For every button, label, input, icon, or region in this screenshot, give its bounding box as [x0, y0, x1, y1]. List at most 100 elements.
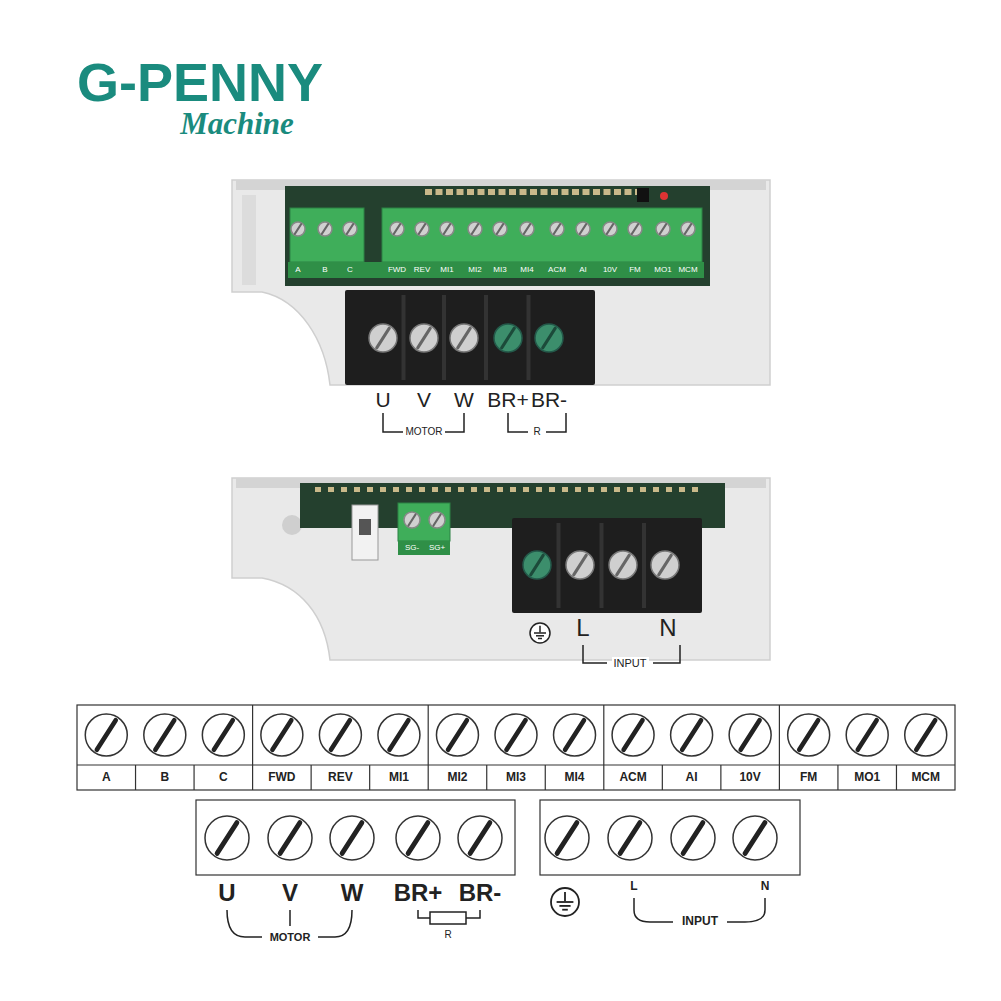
- screw-head: [494, 324, 522, 352]
- cell-divider: [662, 765, 663, 790]
- screw-slot: [524, 224, 530, 234]
- block-outline: [540, 800, 800, 875]
- smd-component: [575, 487, 581, 492]
- control-terminal-block: [382, 208, 702, 262]
- terminal-cell: FWD: [253, 766, 312, 790]
- pcb-pin-label: MCM: [678, 265, 697, 274]
- screw-slot: [342, 823, 362, 854]
- ground-bar: [536, 635, 544, 637]
- signal-terminal-block: [398, 503, 450, 541]
- group-label: INPUT: [612, 657, 649, 670]
- screw-slot: [745, 823, 765, 854]
- switch-plate: [352, 505, 378, 560]
- screw-slot: [507, 720, 526, 749]
- screw-slot: [799, 720, 818, 749]
- screw-head: [261, 714, 303, 756]
- screw-head: [202, 714, 244, 756]
- terminal-cell: AI: [662, 766, 721, 790]
- screw-slot: [659, 555, 672, 575]
- terminal-label: BR-: [459, 879, 502, 907]
- terminal-label: BR-: [531, 388, 567, 412]
- screw-head: [291, 222, 305, 236]
- terminal-cell: MI2: [428, 766, 487, 790]
- screw-slot: [741, 720, 760, 749]
- screw-slot: [574, 555, 587, 575]
- smd-component: [541, 189, 548, 195]
- screw-head: [318, 222, 332, 236]
- strip-divider: [77, 764, 955, 765]
- pcb-pin-label: MI2: [468, 265, 481, 274]
- smd-component: [367, 487, 373, 492]
- terminal-label: U: [218, 879, 235, 907]
- screw-head: [681, 222, 695, 236]
- screw-head: [554, 714, 596, 756]
- control-terminal-block: [290, 208, 364, 262]
- pcb-pin-label: ACM: [548, 265, 566, 274]
- terminal-name: 10V: [739, 771, 760, 784]
- screw-head: [205, 816, 249, 860]
- smd-component: [436, 189, 443, 195]
- terminal-name: MCM: [911, 771, 940, 784]
- screw-head: [268, 816, 312, 860]
- ground-bar: [538, 638, 542, 640]
- terminal-name: MI4: [565, 771, 585, 784]
- screw-slot: [331, 720, 350, 749]
- smd-component: [419, 487, 425, 492]
- terminal-divider: [442, 295, 446, 380]
- cell-divider: [779, 705, 780, 790]
- cell-divider: [193, 765, 194, 790]
- screw-slot: [543, 328, 556, 348]
- terminal-name: MI1: [389, 771, 409, 784]
- screw-slot: [272, 720, 291, 749]
- terminal-divider: [557, 523, 561, 608]
- input-terminal-block: [540, 800, 800, 922]
- screw-head: [608, 816, 652, 860]
- terminal-cell: MI1: [370, 766, 429, 790]
- screw-slot: [617, 555, 630, 575]
- screw-slot: [632, 224, 638, 234]
- ground-bar: [562, 909, 568, 911]
- screw-head: [458, 816, 502, 860]
- screw-head: [788, 714, 830, 756]
- smd-component: [499, 189, 506, 195]
- screw-head: [144, 714, 186, 756]
- smd-component: [341, 487, 347, 492]
- screw-slot: [347, 224, 353, 234]
- smd-component: [509, 189, 516, 195]
- screw-head: [429, 512, 445, 528]
- cell-divider: [545, 765, 546, 790]
- pcb-pin-label: FM: [629, 265, 641, 274]
- housing: [232, 180, 770, 385]
- terminal-name: ACM: [619, 771, 646, 784]
- housing: [232, 478, 770, 660]
- screw-slot: [322, 224, 328, 234]
- smd-component: [549, 487, 555, 492]
- screw-slot: [408, 823, 428, 854]
- screw-head: [404, 512, 420, 528]
- terminal-name: MO1: [854, 771, 880, 784]
- terminal-name: C: [219, 771, 228, 784]
- smd-component: [692, 487, 698, 492]
- terminal-cell: ACM: [604, 766, 663, 790]
- smd-component: [523, 487, 529, 492]
- smd-component: [604, 189, 611, 195]
- terminal-label: U: [375, 388, 390, 412]
- terminal-divider: [527, 295, 531, 380]
- brand-title: G-PENNY: [77, 51, 323, 113]
- power-terminal-block: [345, 290, 595, 385]
- terminal-cell: C: [194, 766, 253, 790]
- terminal-label-band: [398, 541, 450, 555]
- smd-component: [530, 189, 537, 195]
- smd-component: [471, 487, 477, 492]
- smd-component: [583, 189, 590, 195]
- smd-component: [601, 487, 607, 492]
- ground-bar: [559, 905, 570, 907]
- capacitor: [637, 188, 649, 202]
- brand-subtitle: Machine: [180, 106, 294, 142]
- terminal-label-band: [288, 262, 704, 278]
- terminal-cell: 10V: [721, 766, 780, 790]
- housing-rib: [242, 195, 256, 285]
- screw-slot: [531, 555, 544, 575]
- screw-head: [671, 714, 713, 756]
